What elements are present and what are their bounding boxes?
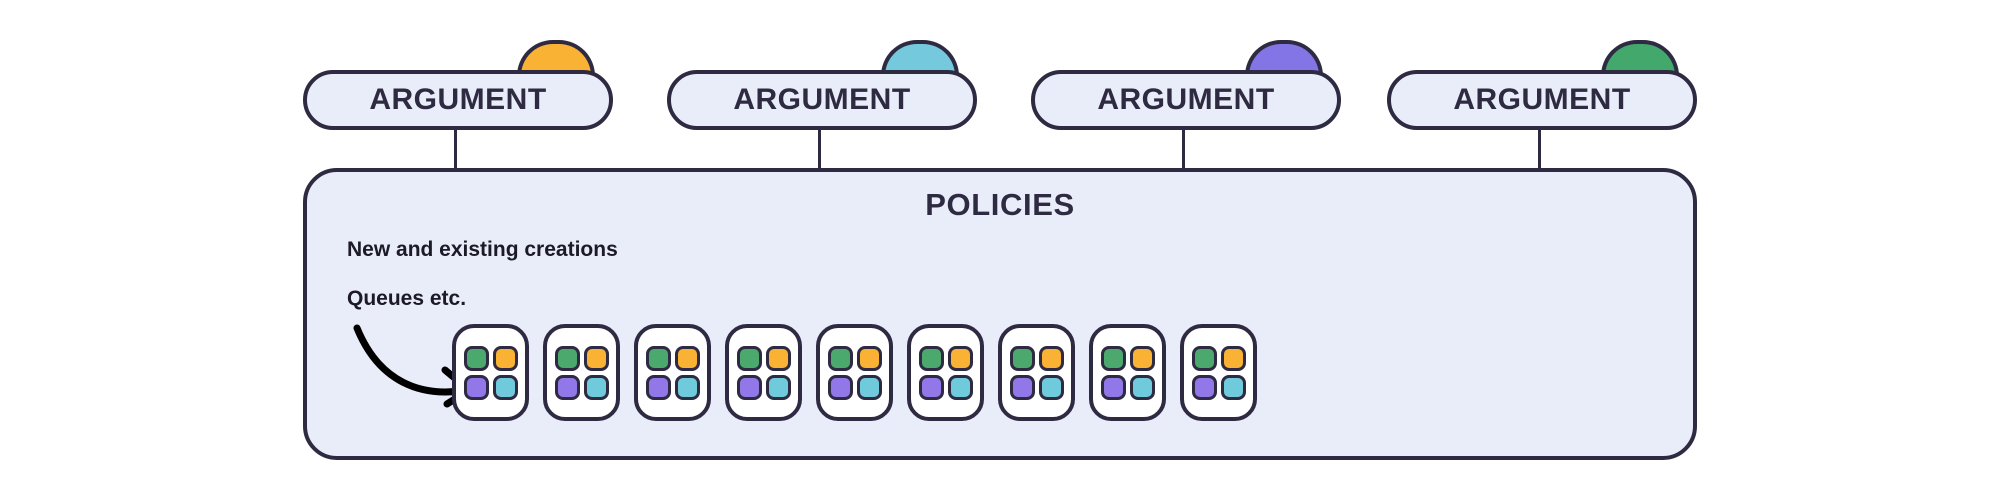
policy-tile-grid [1100,345,1155,400]
policy-tile[interactable] [998,324,1075,421]
cell-cyan [1220,374,1246,400]
cell-orange [856,345,882,371]
cell-green [645,345,671,371]
cell-cyan [492,374,518,400]
policy-tile[interactable] [1180,324,1257,421]
argument-group-1: ARGUMENT [303,40,613,179]
cell-cyan [674,374,700,400]
policy-tile[interactable] [543,324,620,421]
cell-green [554,345,580,371]
policies-title: POLICIES [925,187,1075,222]
policy-tile-grid [554,345,609,400]
cell-green [1009,345,1035,371]
policy-tile[interactable] [816,324,893,421]
argument-label: ARGUMENT [733,83,911,116]
cell-cyan [1129,374,1155,400]
policies-panel: POLICIES New and existing creations Queu… [303,168,1697,460]
argument-connector-1 [454,129,457,179]
cell-purple [918,374,944,400]
cell-orange [765,345,791,371]
policy-note-creations: New and existing creations [347,238,618,261]
policy-tile[interactable] [452,324,529,421]
argument-group-4: ARGUMENT [1387,40,1697,179]
argument-pill-4[interactable]: ARGUMENT [1387,70,1697,130]
cell-purple [736,374,762,400]
cell-orange [492,345,518,371]
cell-cyan [856,374,882,400]
cell-green [918,345,944,371]
cell-orange [1129,345,1155,371]
argument-label: ARGUMENT [369,83,547,116]
argument-pill-1[interactable]: ARGUMENT [303,70,613,130]
argument-connector-2 [818,129,821,179]
policy-tile-grid [827,345,882,400]
argument-row: ARGUMENT ARGUMENT ARGUMENT ARGUMENT [0,0,1999,179]
argument-group-2: ARGUMENT [667,40,977,179]
cell-purple [1191,374,1217,400]
cell-green [1191,345,1217,371]
cell-green [736,345,762,371]
cell-cyan [1038,374,1064,400]
cell-purple [645,374,671,400]
cell-green [827,345,853,371]
cell-purple [827,374,853,400]
argument-connector-4 [1538,129,1541,179]
argument-pill-2[interactable]: ARGUMENT [667,70,977,130]
policy-tile-grid [1009,345,1064,400]
cell-purple [1009,374,1035,400]
argument-pill-3[interactable]: ARGUMENT [1031,70,1341,130]
cell-green [1100,345,1126,371]
cell-purple [463,374,489,400]
policy-tile-grid [918,345,973,400]
cell-cyan [583,374,609,400]
policy-tile-grid [1191,345,1246,400]
cell-purple [1100,374,1126,400]
argument-connector-3 [1182,129,1185,179]
cell-orange [583,345,609,371]
policy-note-queues: Queues etc. [347,287,467,310]
policy-tile-grid [736,345,791,400]
policy-tile-list [452,324,1257,421]
argument-group-3: ARGUMENT [1031,40,1341,179]
argument-label: ARGUMENT [1453,83,1631,116]
policy-tile-grid [463,345,518,400]
cell-green [463,345,489,371]
cell-orange [1220,345,1246,371]
policy-tile[interactable] [634,324,711,421]
policy-tile[interactable] [907,324,984,421]
argument-label: ARGUMENT [1097,83,1275,116]
cell-orange [947,345,973,371]
policy-tile[interactable] [1089,324,1166,421]
cell-cyan [765,374,791,400]
policy-tile-grid [645,345,700,400]
cell-orange [674,345,700,371]
cell-purple [554,374,580,400]
policy-tile[interactable] [725,324,802,421]
cell-orange [1038,345,1064,371]
cell-cyan [947,374,973,400]
